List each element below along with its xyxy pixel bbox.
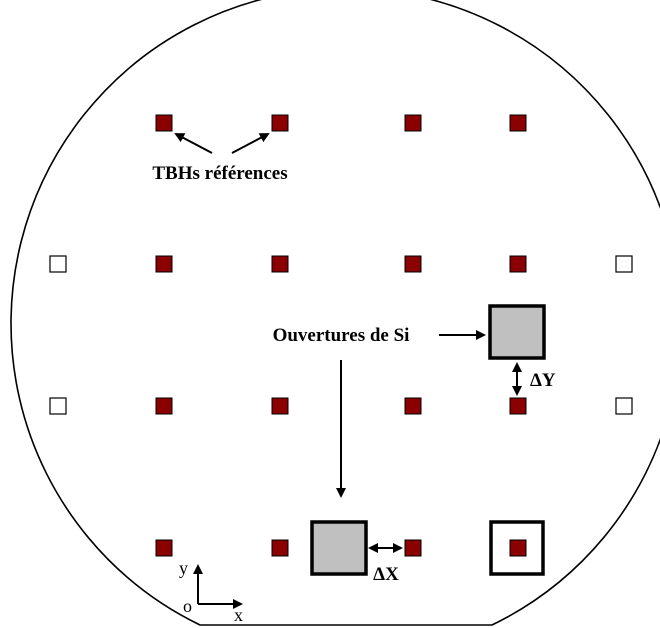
wafer-outline bbox=[10, 0, 660, 626]
tbh-square bbox=[271, 255, 289, 273]
si-openings-label: Ouvertures de Si bbox=[273, 325, 410, 346]
tbh-square bbox=[155, 255, 173, 273]
empty-square bbox=[615, 397, 633, 415]
tbh-square bbox=[404, 255, 422, 273]
delta-y-label: ΔY bbox=[530, 370, 556, 391]
empty-square bbox=[49, 397, 67, 415]
origin-label: o bbox=[183, 596, 192, 616]
tbh-arrow-left bbox=[174, 133, 213, 154]
tbh-square bbox=[155, 397, 173, 415]
si-opening bbox=[488, 304, 546, 360]
tbh-square bbox=[155, 114, 173, 132]
empty-square bbox=[49, 255, 67, 273]
y-axis-label: y bbox=[179, 558, 188, 578]
tbh-square bbox=[509, 255, 527, 273]
tbh-square bbox=[404, 397, 422, 415]
tbh-arrow-right bbox=[231, 133, 270, 154]
tbh-square bbox=[404, 539, 422, 557]
tbh-square bbox=[509, 114, 527, 132]
tbh-references-label: TBHs références bbox=[152, 163, 287, 184]
tbh-square bbox=[271, 397, 289, 415]
delta-x-label: ΔX bbox=[373, 564, 399, 585]
x-axis-label: x bbox=[234, 605, 243, 625]
tbh-square bbox=[155, 539, 173, 557]
tbh-square bbox=[271, 539, 289, 557]
empty-square bbox=[615, 255, 633, 273]
tbh-square bbox=[509, 397, 527, 415]
tbh-square bbox=[404, 114, 422, 132]
tbh-square bbox=[271, 114, 289, 132]
tbh-square bbox=[509, 539, 527, 557]
si-opening bbox=[310, 520, 368, 576]
